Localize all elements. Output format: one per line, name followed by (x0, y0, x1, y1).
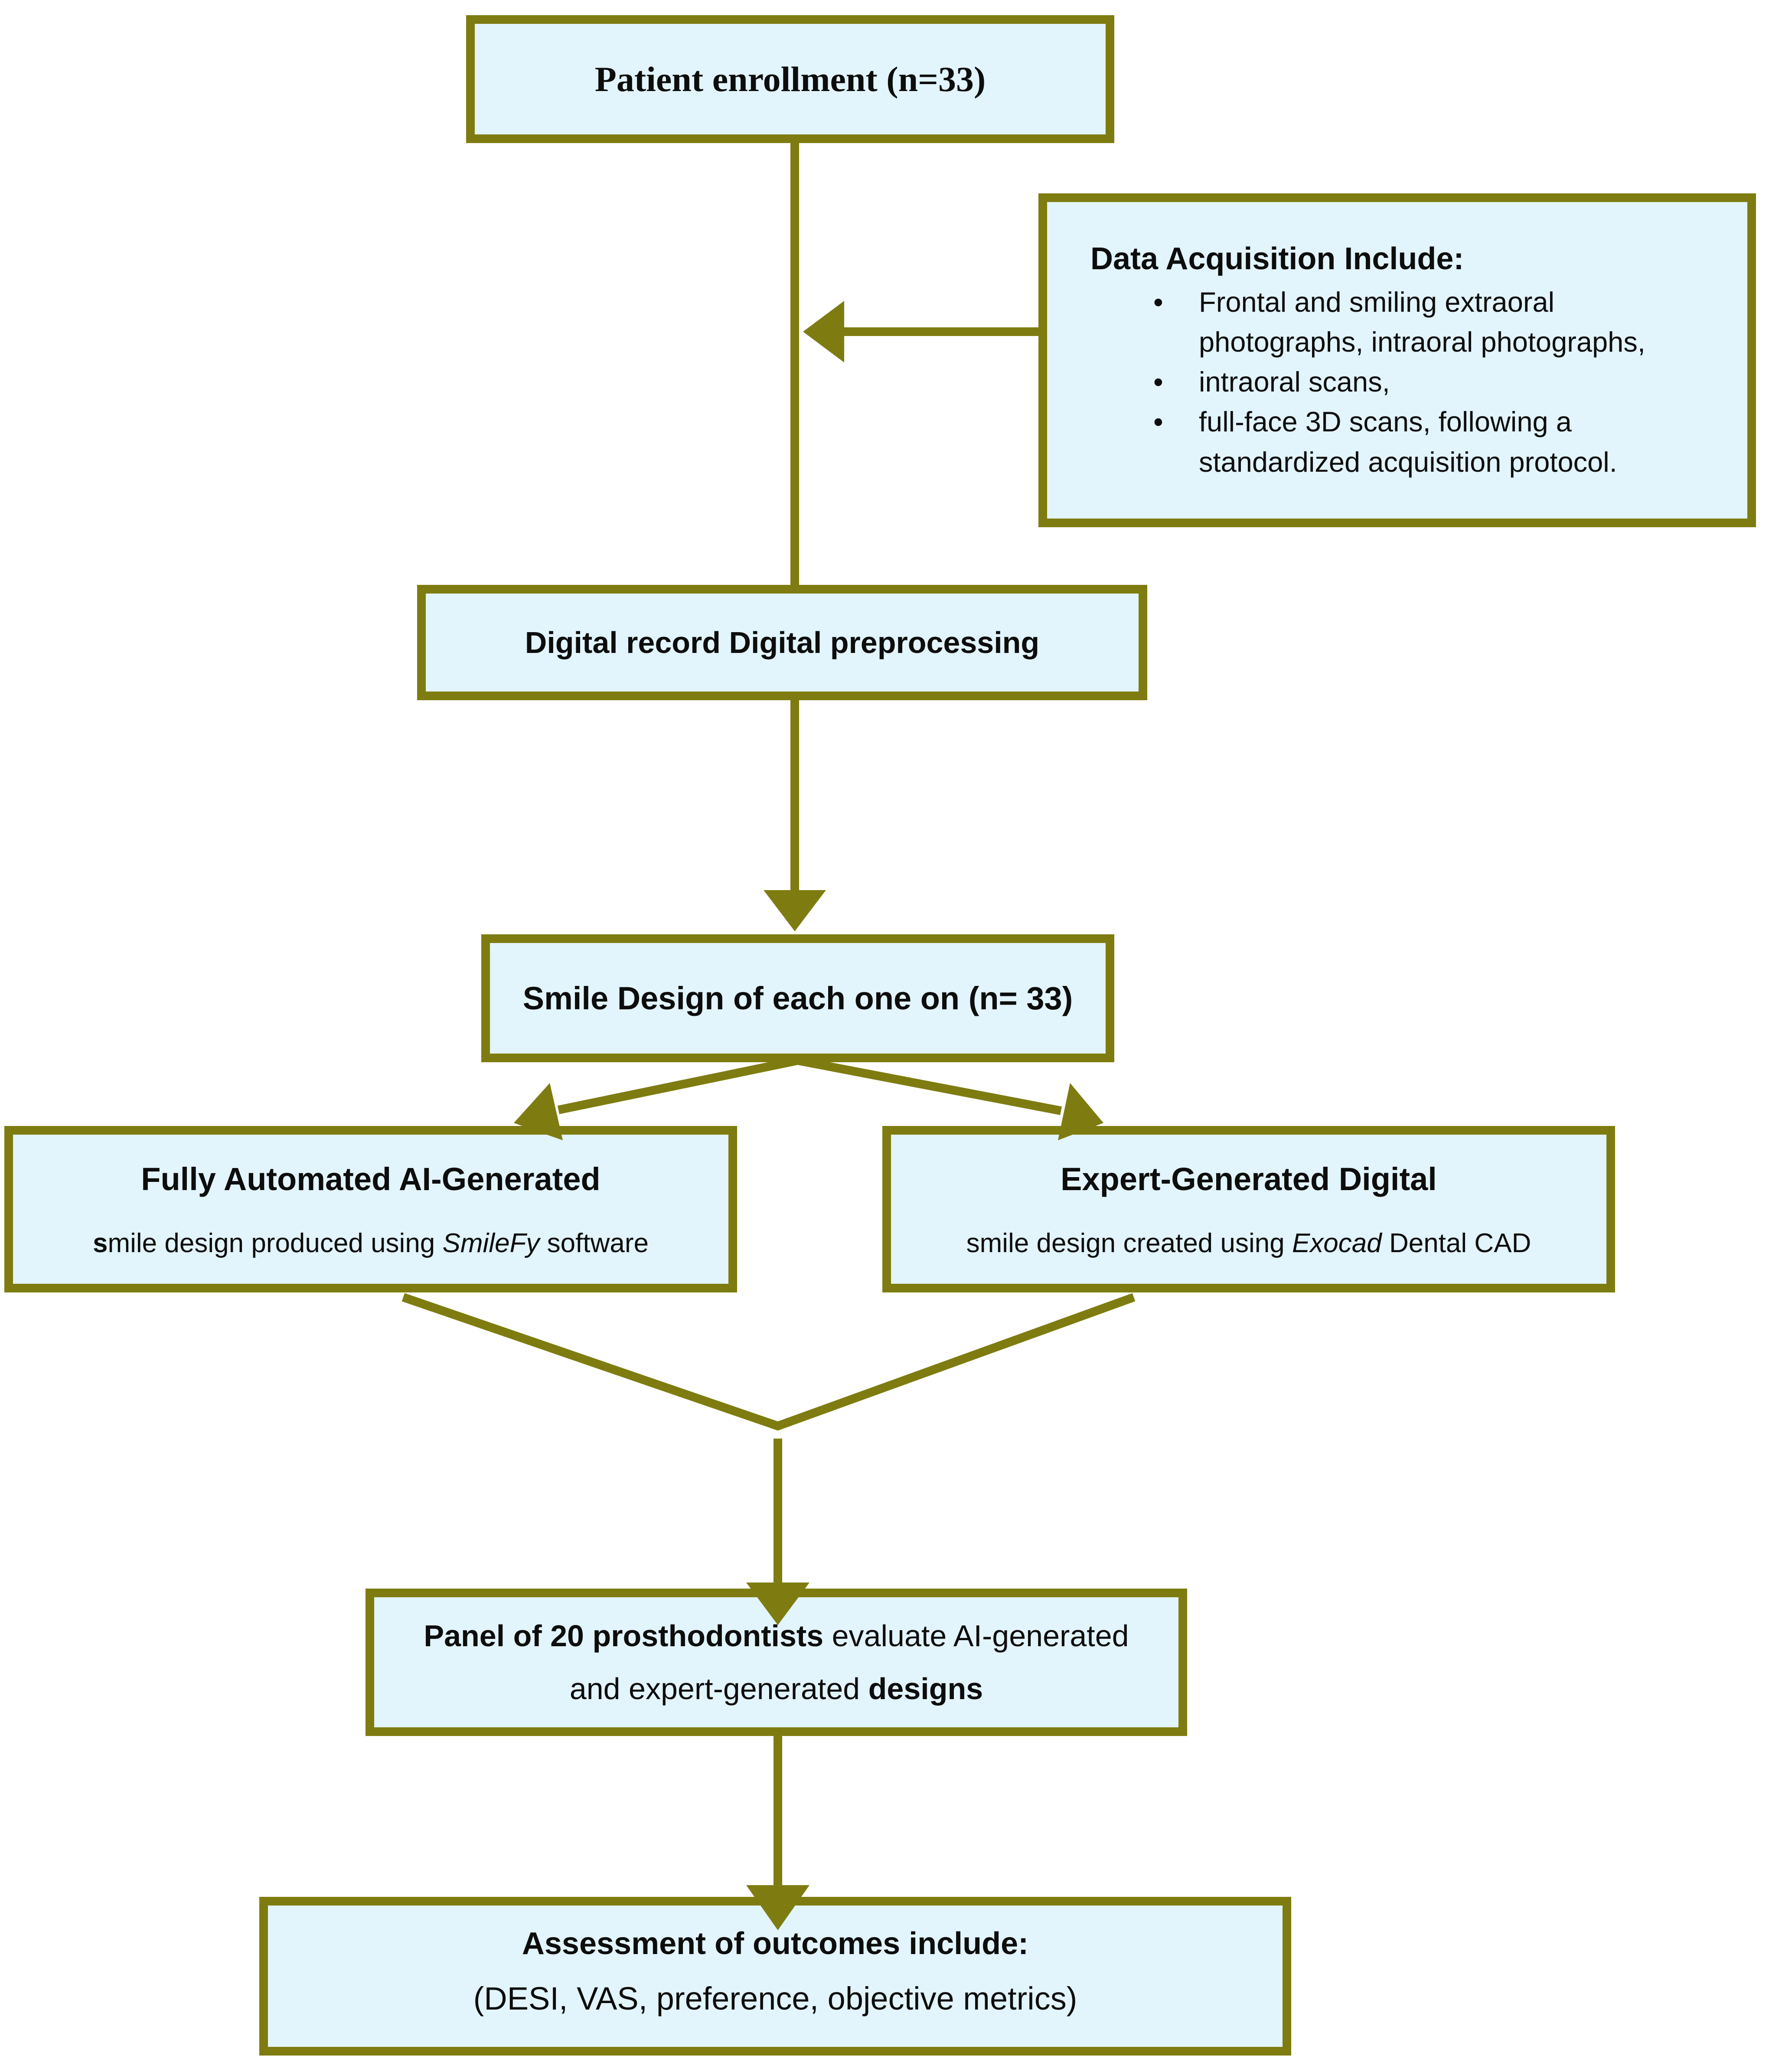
expert-generated-heading: Expert-Generated Digital (1061, 1161, 1437, 1197)
ai-generated-heading: Fully Automated AI-Generated (141, 1161, 601, 1197)
line-smile-diverge (557, 1056, 1062, 1115)
panel-line-2: and expert-generated designs (374, 1674, 1178, 1704)
panel-text: and expert-generated (569, 1672, 868, 1706)
arrowhead-down-smile-icon (764, 890, 826, 931)
data-acquisition-box: Data Acquisition Include: • Frontal and … (1038, 193, 1756, 527)
assessment-heading: Assessment of outcomes include: (522, 1926, 1029, 1961)
software-name: Exocad (1292, 1228, 1382, 1258)
expert-generated-subtitle: smile design created using Exocad Dental… (966, 1228, 1531, 1259)
list-item-text: full-face 3D scans, following a standard… (1199, 406, 1617, 478)
ai-generated-box: Fully Automated AI-Generated smile desig… (4, 1126, 737, 1292)
bullet-icon: • (1153, 366, 1163, 398)
subtitle-text: software (539, 1228, 649, 1258)
data-acquisition-list: • Frontal and smiling extraoral photogra… (1090, 282, 1730, 482)
subtitle-bold-prefix: s (93, 1228, 108, 1258)
expert-generated-box: Expert-Generated Digital smile design cr… (882, 1126, 1615, 1292)
smile-design-label: Smile Design of each one on (n= 33) (522, 980, 1073, 1016)
panel-bold-text: Panel of 20 prosthodontists (424, 1619, 824, 1653)
bullet-icon: • (1153, 286, 1163, 318)
panel-text: evaluate AI-generated (823, 1619, 1129, 1653)
bullet-icon: • (1153, 406, 1163, 438)
smile-design-box: Smile Design of each one on (n= 33) (481, 934, 1114, 1062)
software-name: SmileFy (442, 1228, 540, 1258)
subtitle-text: smile design created using (966, 1228, 1292, 1258)
subtitle-text: mile design produced using (108, 1228, 443, 1258)
assessment-detail: (DESI, VAS, preference, objective metric… (473, 1981, 1077, 2017)
line-branches-converge (401, 1293, 1136, 1431)
arrowhead-left-icon (803, 301, 844, 362)
panel-evaluation-box: Panel of 20 prosthodontists evaluate AI-… (366, 1589, 1187, 1736)
digital-record-label: Digital record Digital preprocessing (525, 626, 1040, 659)
ai-generated-subtitle: smile design produced using SmileFy soft… (93, 1228, 649, 1259)
digital-record-box: Digital record Digital preprocessing (417, 585, 1147, 700)
list-item: • intraoral scans, (1153, 362, 1710, 402)
patient-enrollment-box: Patient enrollment (n=33) (466, 15, 1114, 143)
list-item: • full-face 3D scans, following a standa… (1153, 402, 1710, 482)
list-item: • Frontal and smiling extraoral photogra… (1153, 282, 1710, 362)
list-item-text: Frontal and smiling extraoral photograph… (1199, 286, 1645, 358)
patient-enrollment-label: Patient enrollment (n=33) (594, 59, 986, 99)
list-item-text: intraoral scans, (1199, 366, 1390, 398)
panel-bold-text: designs (868, 1672, 983, 1706)
data-acquisition-heading: Data Acquisition Include: (1090, 241, 1464, 276)
assessment-box: Assessment of outcomes include: (DESI, V… (259, 1897, 1291, 2056)
panel-line-1: Panel of 20 prosthodontists evaluate AI-… (374, 1621, 1178, 1651)
subtitle-text: Dental CAD (1381, 1228, 1531, 1258)
